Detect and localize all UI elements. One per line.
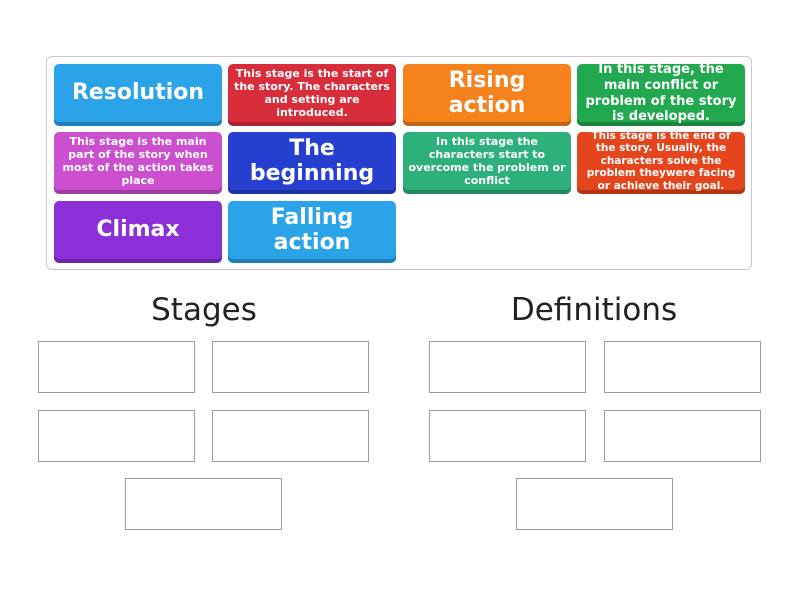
definitions-slot-5[interactable] [516,478,673,530]
stages-slot-5[interactable] [125,478,282,530]
definitions-heading: Definitions [510,292,678,328]
stages-slot-3[interactable] [38,410,195,462]
tile-definition-overcome[interactable]: In this stage the characters start to ov… [403,132,571,194]
tile-rising-action[interactable]: Rising action [403,64,571,126]
stages-heading: Stages [151,292,257,328]
stages-slot-1[interactable] [38,341,195,393]
definitions-slot-2[interactable] [604,341,761,393]
definitions-slot-4[interactable] [604,410,761,462]
tile-falling-action[interactable]: Falling action [228,201,396,263]
definitions-slot-3[interactable] [429,410,586,462]
tile-definition-conflict[interactable]: In this stage, the main conflict or prob… [577,62,745,126]
tile-resolution[interactable]: Resolution [54,64,222,126]
stages-slot-4[interactable] [212,410,369,462]
tile-definition-start[interactable]: This stage is the start of the story. Th… [228,64,396,126]
tile-the-beginning[interactable]: The beginning [228,132,396,194]
tile-definition-end[interactable]: This stage is the end of the story. Usua… [577,130,745,194]
tile-definition-main-part[interactable]: This stage is the main part of the story… [54,132,222,194]
stages-slot-2[interactable] [212,341,369,393]
definitions-slot-1[interactable] [429,341,586,393]
tile-climax[interactable]: Climax [54,201,222,263]
